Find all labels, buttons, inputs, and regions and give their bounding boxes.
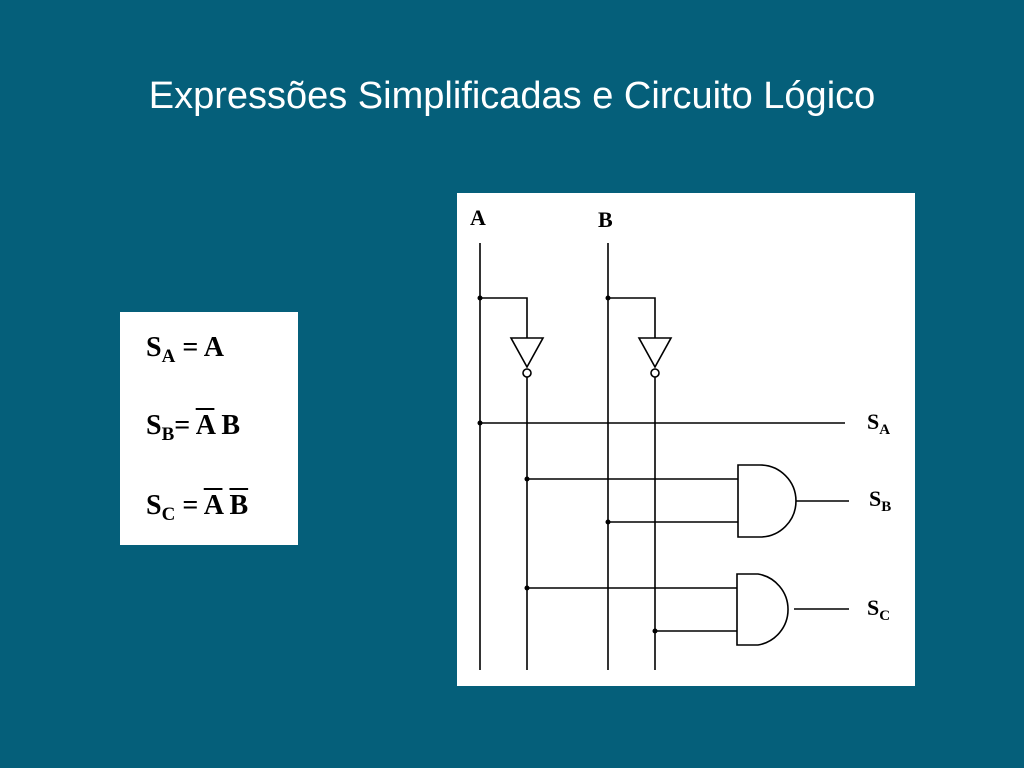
not-gate-a-bubble [522,368,532,378]
output-label-main: S [867,409,880,434]
output-label-main: S [869,486,882,511]
equation-sa: SA = A [146,332,224,368]
junction-dot [477,295,483,301]
slide-title: Expressões Simplificadas e Circuito Lógi… [148,75,876,117]
wire-b-to-not [608,297,656,338]
equation-term-negated: B [229,490,249,521]
and-gate-sc [736,573,789,646]
circuit-diagram: A B SA SB SC [457,193,915,686]
equation-equals: = [182,332,199,363]
equation-term: A [203,332,224,363]
not-gate-b-bubble [650,368,660,378]
equation-term-negated: A [203,490,223,521]
equation-equals: = [174,410,191,441]
equation-subscript: B [161,424,175,445]
equation-equals: = [182,490,199,521]
output-label-sub: B [881,499,892,515]
not-gate-b [637,337,673,369]
equation-subscript: A [161,346,176,367]
equation-term: B [221,410,241,441]
output-label-sub: C [879,608,891,624]
junction-dot [605,295,611,301]
equation-lhs: S [146,490,162,521]
input-label-a: A [470,205,486,230]
equation-lhs: S [146,410,162,441]
equation-subscript: C [161,504,176,525]
not-gate-a [509,337,545,369]
output-label-main: S [867,595,880,620]
junction-dot [524,476,530,482]
output-label-sb: SB [869,486,891,516]
input-label-b: B [598,207,613,232]
equation-lhs: S [146,332,162,363]
output-label-sc: SC [867,595,890,625]
output-label-sub: A [879,422,891,438]
junction-dots [477,295,658,634]
junction-dot [605,519,611,525]
equation-term-negated: A [195,410,215,441]
junction-dot [477,420,483,426]
equation-sc: SC = A B [146,490,248,526]
output-label-sa: SA [867,409,890,439]
junction-dot [652,628,658,634]
equations-panel: SA = A SB= A B SC = A B [120,312,298,545]
equation-sb: SB= A B [146,410,240,446]
junction-dot [524,585,530,591]
wire-a-to-not [480,297,528,338]
and-gate-sb [737,464,797,538]
circuit-drawing [477,243,849,670]
